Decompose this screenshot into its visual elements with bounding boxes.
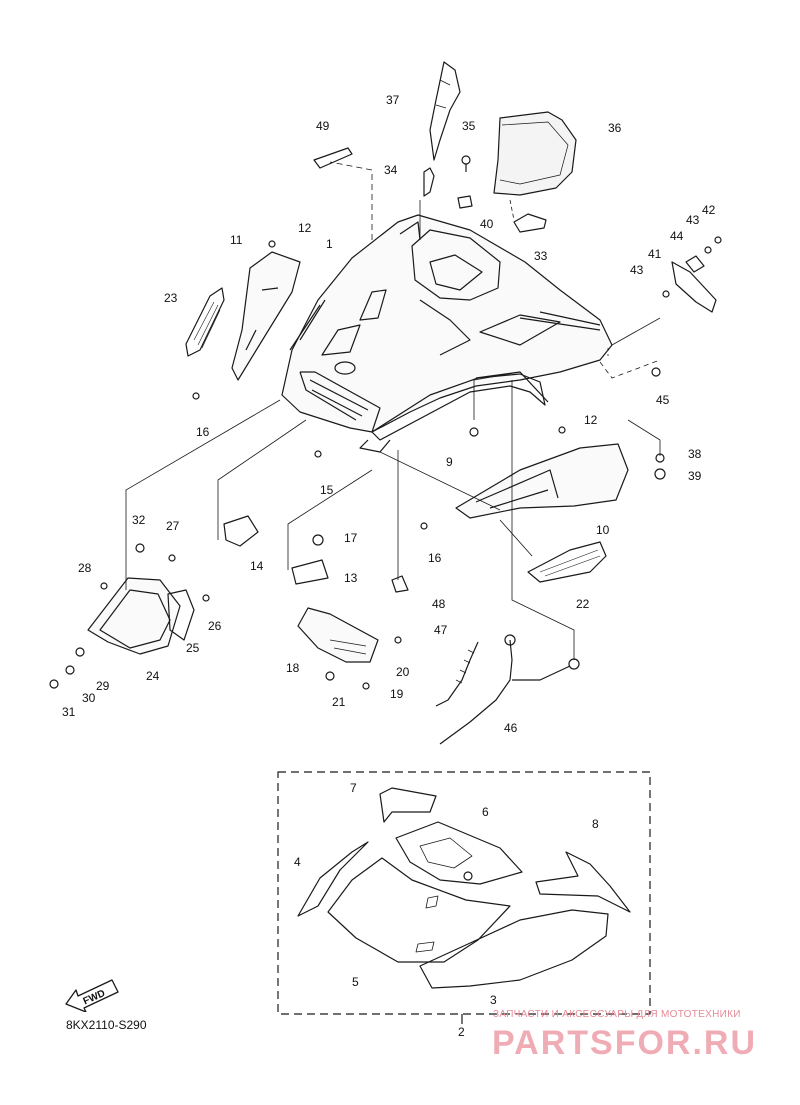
callout-47: 47: [434, 623, 448, 637]
part-side-cover-left: [231, 251, 301, 381]
part-graphic-4: [297, 841, 369, 917]
part-duct: [297, 607, 379, 663]
part-graphic-5: [327, 857, 511, 963]
part-grille-left: [185, 287, 225, 357]
callout-29: 29: [96, 679, 110, 693]
callout-23: 23: [164, 291, 178, 305]
callout-16a: 16: [196, 425, 210, 439]
callout-9: 9: [446, 455, 453, 469]
callout-43b: 43: [630, 263, 644, 277]
callout-14: 14: [250, 559, 264, 573]
part-bolt-35: [461, 155, 471, 165]
callout-38: 38: [688, 447, 702, 461]
callout-37: 37: [386, 93, 400, 107]
part-graphic-7: [379, 787, 437, 823]
fwd-label: FWD: [82, 988, 107, 1007]
kit-box: [277, 771, 651, 1015]
callout-26: 26: [208, 619, 222, 633]
callout-30: 30: [82, 691, 96, 705]
callout-12a: 12: [298, 221, 312, 235]
callout-12b: 12: [584, 413, 598, 427]
part-top-cover: [429, 61, 461, 161]
callout-19: 19: [390, 687, 404, 701]
callout-32: 32: [132, 513, 146, 527]
callout-20: 20: [396, 665, 410, 679]
watermark-logo-text: PARTSFOR.RU: [492, 1024, 757, 1062]
callout-4: 4: [294, 855, 301, 869]
part-graphic-8: [535, 851, 631, 913]
callout-34: 34: [384, 163, 398, 177]
part-collar-44: [685, 255, 705, 273]
part-bracket-41: [671, 261, 717, 313]
part-bracket-14: [223, 515, 259, 547]
callout-40: 40: [480, 217, 494, 231]
callout-46: 46: [504, 721, 518, 735]
callout-21: 21: [332, 695, 346, 709]
part-headlight-bracket: [167, 589, 195, 641]
callout-42: 42: [702, 203, 716, 217]
callout-1: 1: [326, 237, 333, 251]
part-emblem: [313, 147, 353, 169]
callout-49: 49: [316, 119, 330, 133]
callout-11: 11: [230, 233, 243, 247]
callout-18: 18: [286, 661, 300, 675]
callout-24: 24: [146, 669, 160, 683]
callout-8: 8: [592, 817, 599, 831]
part-side-cover-right: [455, 443, 629, 519]
callout-17: 17: [344, 531, 358, 545]
callout-35: 35: [462, 119, 476, 133]
callout-22: 22: [576, 597, 590, 611]
callout-13: 13: [344, 571, 358, 585]
part-graphic-3: [419, 909, 609, 989]
part-headlight-housing: [87, 577, 181, 655]
part-graphic-6: [395, 821, 523, 885]
part-grille-right: [527, 541, 607, 583]
callout-41: 41: [648, 247, 662, 261]
fwd-arrow-icon: FWD: [65, 979, 119, 1012]
part-bracket-34: [423, 167, 435, 197]
callout-7: 7: [350, 781, 357, 795]
watermark-tagline: ЗАПЧАСТИ И АКСЕССУАРЫ ДЛЯ МОТОТЕХНИКИ: [493, 1009, 741, 1020]
callout-43a: 43: [686, 213, 700, 227]
callout-45: 45: [656, 393, 670, 407]
callout-36: 36: [608, 121, 622, 135]
callout-15: 15: [320, 483, 334, 497]
part-cable: [439, 639, 571, 745]
callout-5: 5: [352, 975, 359, 989]
callout-28: 28: [78, 561, 92, 575]
callout-48: 48: [432, 597, 446, 611]
watermark-logo: PARTSFOR.RU: [492, 1024, 757, 1062]
callout-27: 27: [166, 519, 180, 533]
part-bracket-13: [291, 559, 329, 585]
callout-31: 31: [62, 705, 76, 719]
callout-16b: 16: [428, 551, 442, 565]
callout-25: 25: [186, 641, 200, 655]
callout-39: 39: [688, 469, 702, 483]
callout-10: 10: [596, 523, 610, 537]
callout-44: 44: [670, 229, 684, 243]
part-clip-40: [457, 195, 473, 209]
drawing-code: 8KX2110-S290: [66, 1018, 147, 1032]
callout-2: 2: [458, 1025, 465, 1039]
callout-33: 33: [534, 249, 548, 263]
callout-3: 3: [490, 993, 497, 1007]
callout-labels: 1 2 3 4 5 6 7 8 9 10 11 12 12 13 14 15 1…: [62, 93, 716, 1039]
callout-6: 6: [482, 805, 489, 819]
part-screen: [493, 111, 577, 196]
part-bracket-33: [513, 213, 547, 233]
part-spring: [435, 641, 479, 707]
